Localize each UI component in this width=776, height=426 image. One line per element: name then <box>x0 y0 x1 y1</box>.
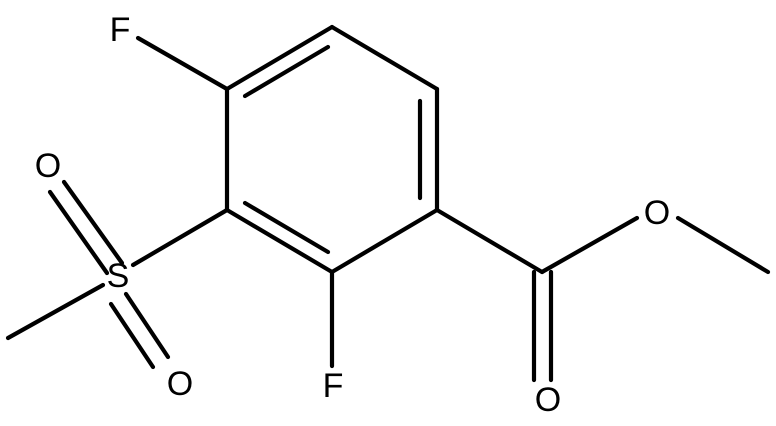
bond-s-o-bottom-b <box>108 301 156 370</box>
bond-ring-c1-c2 <box>224 24 335 92</box>
bond-s-methyl <box>5 282 106 341</box>
bond-ring-c3-c4 <box>224 207 335 275</box>
atom-o-sulfonyl-bottom: O <box>167 365 193 403</box>
atom-labels: F O S O F O O <box>35 11 670 419</box>
bond-ring-c3-c4-inner <box>242 200 331 255</box>
bond-o-methyl <box>675 215 771 275</box>
bond-carbonyl-c-o-single <box>539 215 640 275</box>
bond-s-o-top-b <box>47 189 110 276</box>
bond-s-o-bottom-a <box>123 291 171 360</box>
bond-ring-c1-c2-inner <box>242 44 331 99</box>
bond-ring-c6-c1 <box>329 24 440 92</box>
bond-s-o-top-a <box>61 179 125 266</box>
bond-c2-f-top <box>135 35 230 92</box>
atom-o-ester-single: O <box>644 194 670 232</box>
bond-c3-s <box>130 207 230 268</box>
bond-c5-carbonyl-c <box>434 207 545 275</box>
atom-o-ester-double: O <box>535 381 561 419</box>
bond-ring-c4-c5 <box>329 207 440 275</box>
bonds <box>5 24 771 383</box>
atom-s-sulfonyl: S <box>107 257 130 295</box>
atom-f-top: F <box>110 11 131 49</box>
atom-o-sulfonyl-top: O <box>35 147 61 185</box>
atom-f-bottom: F <box>323 367 344 405</box>
